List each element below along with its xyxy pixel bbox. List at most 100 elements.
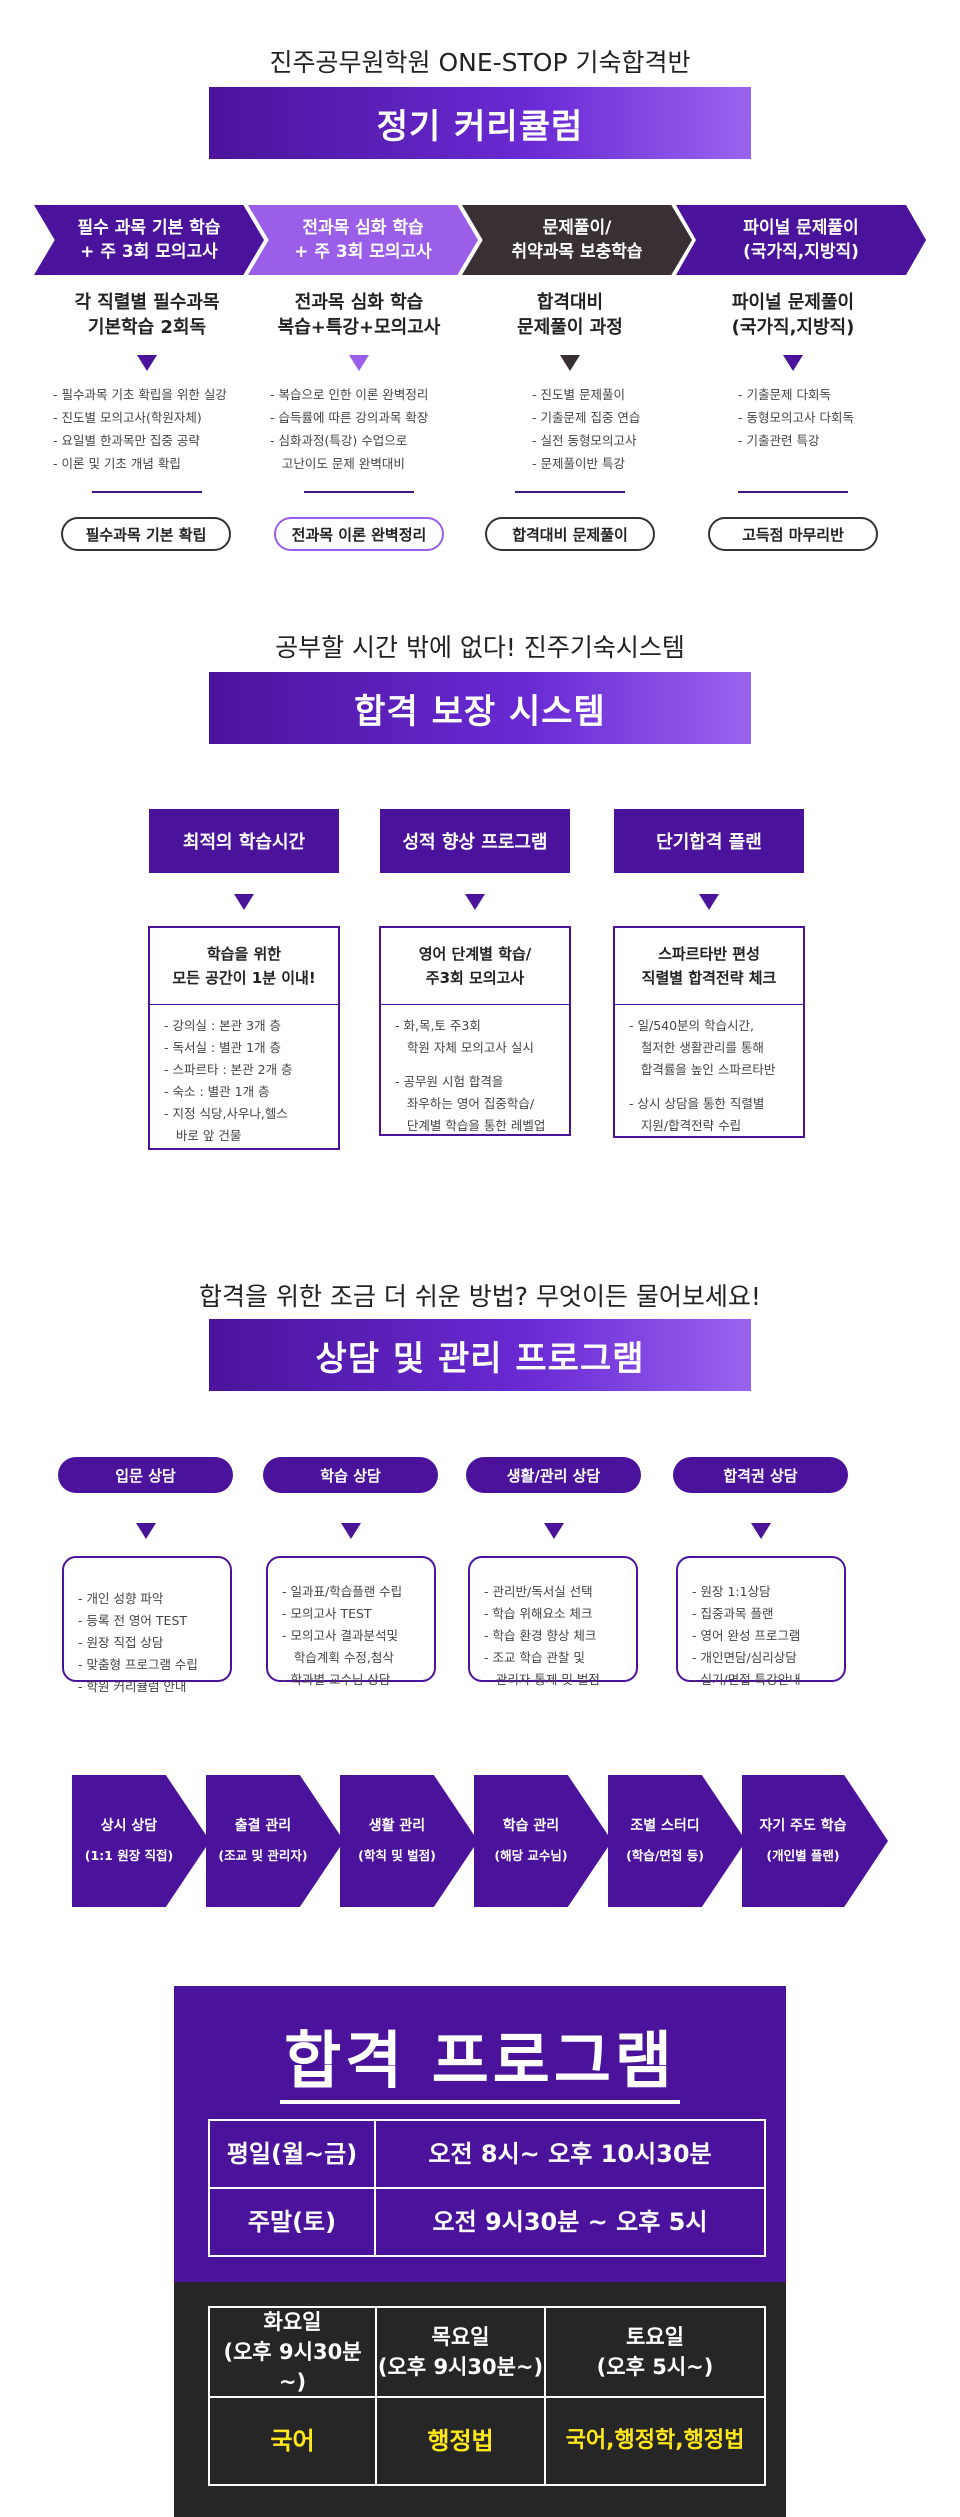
card-title-line2: 직렬별 합격전략 체크 xyxy=(641,969,777,987)
special-subject-3: 국어,행정학,행정법 xyxy=(565,2428,745,2453)
list-item: - 요일별 한과목만 집중 공략 xyxy=(53,433,200,448)
list-item: - 집중과목 플랜 xyxy=(692,1606,774,1621)
consult-card-3: - 관리반/독서실 선택 - 학습 위해요소 체크 - 학습 환경 향상 체크 … xyxy=(468,1556,638,1687)
list-item: - 필수과목 기초 확립을 위한 실강 xyxy=(53,387,227,402)
card-title-line1: 스파르타반 편성 xyxy=(658,945,760,963)
program-title: 합격 프로그램 xyxy=(284,2024,676,2097)
card-title-line1: 영어 단계별 학습/ xyxy=(418,945,532,963)
curriculum-column-4-heading: 파이널 문제풀이 (국가직,지방직) xyxy=(688,290,898,340)
list-item: - 이론 및 기초 개념 확립 xyxy=(53,456,181,471)
process-step-3: 생활 관리 (학칙 및 벌점) xyxy=(340,1775,478,1907)
divider xyxy=(208,2396,766,2398)
time-label: (오후 9시30분~) xyxy=(223,2340,362,2394)
column-1-list: - 필수과목 기초 확립을 위한 실강 - 진도별 모의고사(학원자체) - 요… xyxy=(53,383,227,475)
schedule-time-1: 오전 8시~ 오후 10시30분 xyxy=(428,2140,712,2168)
curriculum-column-3-heading: 합격대비 문제풀이 과정 xyxy=(465,290,675,340)
down-triangle-icon xyxy=(234,894,254,910)
process-step-6: 자기 주도 학습 (개인별 플랜) xyxy=(742,1775,888,1907)
curriculum-column-2-heading: 전과목 심화 학습 복습+특강+모의고사 xyxy=(254,290,464,340)
step-subtitle: (1:1 원장 직접) xyxy=(84,1848,174,1863)
column-4-list: - 기출문제 다회독 - 동형모의고사 다회독 - 기출관련 특강 xyxy=(738,383,854,452)
consult-pill-2: 학습 상담 xyxy=(263,1457,438,1493)
system-card-title: 영어 단계별 학습/ 주3회 모의고사 xyxy=(381,928,569,1005)
list-item: 관리자 통제 및 벌점 xyxy=(484,1672,600,1687)
consult-card-4: - 원장 1:1상담 - 집중과목 플랜 - 영어 완성 프로그램 - 개인면담… xyxy=(676,1556,846,1687)
list-item: - 숙소 : 별관 1개 층 xyxy=(164,1084,270,1099)
down-triangle-icon xyxy=(560,355,580,371)
list-item: - 영어 완성 프로그램 xyxy=(692,1628,801,1643)
consult-card-1: - 개인 성향 파악 - 등록 전 영어 TEST - 원장 직접 상담 - 맞… xyxy=(62,1556,232,1694)
column-3-list: - 진도별 문제풀이 - 기출문제 집중 연습 - 실전 동형모의고사 - 문제… xyxy=(532,383,640,475)
down-triangle-icon xyxy=(544,1523,564,1539)
column-4-head-line1: 파이널 문제풀이 xyxy=(731,292,855,313)
list-item: - 기출관련 특강 xyxy=(738,433,820,448)
special-classes-section: 화요일 (오후 9시30분~) 목요일 (오후 9시30분~) 토요일 (오후 … xyxy=(174,2282,786,2517)
system-banner: 합격 보장 시스템 xyxy=(209,672,751,744)
list-item: - 관리반/독서실 선택 xyxy=(484,1584,593,1599)
list-item: 학습계획 수정,첨삭 xyxy=(282,1650,394,1665)
process-step-5: 조별 스터디 (학습/면접 등) xyxy=(608,1775,746,1907)
column-2-head-line1: 전과목 심화 학습 xyxy=(294,292,424,313)
list-item: 좌우하는 영어 집중학습/ xyxy=(395,1096,535,1111)
schedule-time-2: 오전 9시30분 ~ 오후 5시 xyxy=(432,2208,708,2236)
curriculum-subtitle: 진주공무원학원 ONE-STOP 기숙합격반 xyxy=(269,48,691,77)
list-item xyxy=(395,1059,561,1071)
list-item: - 조교 학습 관찰 및 xyxy=(484,1650,585,1665)
list-item: 철저한 생활관리를 통해 xyxy=(629,1040,764,1055)
stage-2-line2: + 주 3회 모의고사 xyxy=(294,242,432,262)
time-label: (오후 5시~) xyxy=(596,2355,714,2379)
list-item: 단계별 학습을 통한 레벨업 xyxy=(395,1118,546,1133)
system-card-3: 스파르타반 편성 직렬별 합격전략 체크 - 일/540분의 학습시간, 철저한… xyxy=(613,926,805,1138)
step-title: 조별 스터디 xyxy=(630,1818,700,1834)
stage-1-arrow: 필수 과목 기본 학습 + 주 3회 모의고사 xyxy=(34,205,264,275)
down-triangle-icon xyxy=(349,355,369,371)
list-item: - 일과표/학습플랜 수립 xyxy=(282,1584,403,1599)
system-card-title: 학습을 위한 모든 공간이 1분 이내! xyxy=(150,928,338,1005)
divider xyxy=(544,2306,546,2486)
column-4-pill: 고득점 마무리반 xyxy=(708,517,878,551)
column-2-head-line2: 복습+특강+모의고사 xyxy=(277,317,441,338)
stage-1-line2: + 주 3회 모의고사 xyxy=(80,242,218,262)
stage-3-arrow: 문제풀이/ 취약과목 보충학습 xyxy=(462,205,692,275)
column-1-head-line2: 기본학습 2회독 xyxy=(87,317,207,338)
list-item: - 복습으로 인한 이론 완벽정리 xyxy=(270,387,429,402)
system-subtitle: 공부할 시간 밖에 없다! 진주기숙시스템 xyxy=(275,633,685,662)
card-title-line1: 학습을 위한 xyxy=(206,945,282,963)
list-item: - 상시 상담을 통한 직렬별 xyxy=(629,1096,765,1111)
title-underline xyxy=(280,2100,680,2104)
system-card-list: - 일/540분의 학습시간, 철저한 생활관리를 통해 합격률을 높인 스파르… xyxy=(615,1005,803,1149)
stage-1-line1: 필수 과목 기본 학습 xyxy=(77,218,221,238)
system-card-title: 스파르타반 편성 직렬별 합격전략 체크 xyxy=(615,928,803,1005)
consult-subtitle: 합격을 위한 조금 더 쉬운 방법? 무엇이든 물어보세요! xyxy=(199,1282,761,1311)
list-item: - 지정 식당,사우나,헬스 xyxy=(164,1106,288,1121)
list-item: 학원 자체 모의고사 실시 xyxy=(395,1040,534,1055)
down-triangle-icon xyxy=(751,1523,771,1539)
day-label: 화요일 xyxy=(263,2310,322,2334)
card-title-line2: 모든 공간이 1분 이내! xyxy=(172,969,316,987)
list-item: - 모의고사 결과분석및 xyxy=(282,1628,398,1643)
special-day-1: 화요일 (오후 9시30분~) xyxy=(210,2308,375,2396)
list-item: - 문제풀이반 특강 xyxy=(532,456,625,471)
list-item: - 기출문제 집중 연습 xyxy=(532,410,641,425)
stage-2-arrow: 전과목 심화 학습 + 주 3회 모의고사 xyxy=(248,205,478,275)
system-head-1: 최적의 학습시간 xyxy=(149,809,339,873)
list-item: - 진도별 모의고사(학원자체) xyxy=(53,410,202,425)
column-1-head-line1: 각 직렬별 필수과목 xyxy=(74,292,220,313)
column-2-list: - 복습으로 인한 이론 완벽정리 - 습득률에 따른 강의과목 확장 - 심화… xyxy=(270,383,428,475)
down-triangle-icon xyxy=(699,894,719,910)
list-item: - 습득률에 따른 강의과목 확장 xyxy=(270,410,429,425)
special-day-3: 토요일 (오후 5시~) xyxy=(546,2308,764,2396)
system-head-2: 성적 향상 프로그램 xyxy=(380,809,570,873)
down-triangle-icon xyxy=(783,355,803,371)
program-panel: 합격 프로그램 평일(월~금) 오전 8시~ 오후 10시30분 주말(토) 오… xyxy=(174,1986,786,2517)
list-item: - 맞춤형 프로그램 수립 xyxy=(78,1657,198,1672)
list-item: - 개인면담/심리상담 xyxy=(692,1650,797,1665)
list-item: - 스파르타 : 본관 2개 층 xyxy=(164,1062,293,1077)
card-title-line2: 주3회 모의고사 xyxy=(425,969,525,987)
consult-pill-1: 입문 상담 xyxy=(58,1457,233,1493)
consult-pill-3: 생활/관리 상담 xyxy=(466,1457,641,1493)
system-card-list: - 강의실 : 본관 3개 층 - 독서실 : 별관 1개 층 - 스파르타 :… xyxy=(150,1005,338,1159)
down-triangle-icon xyxy=(341,1523,361,1539)
divider xyxy=(375,2306,377,2486)
curriculum-banner: 정기 커리큘럼 xyxy=(209,87,751,159)
